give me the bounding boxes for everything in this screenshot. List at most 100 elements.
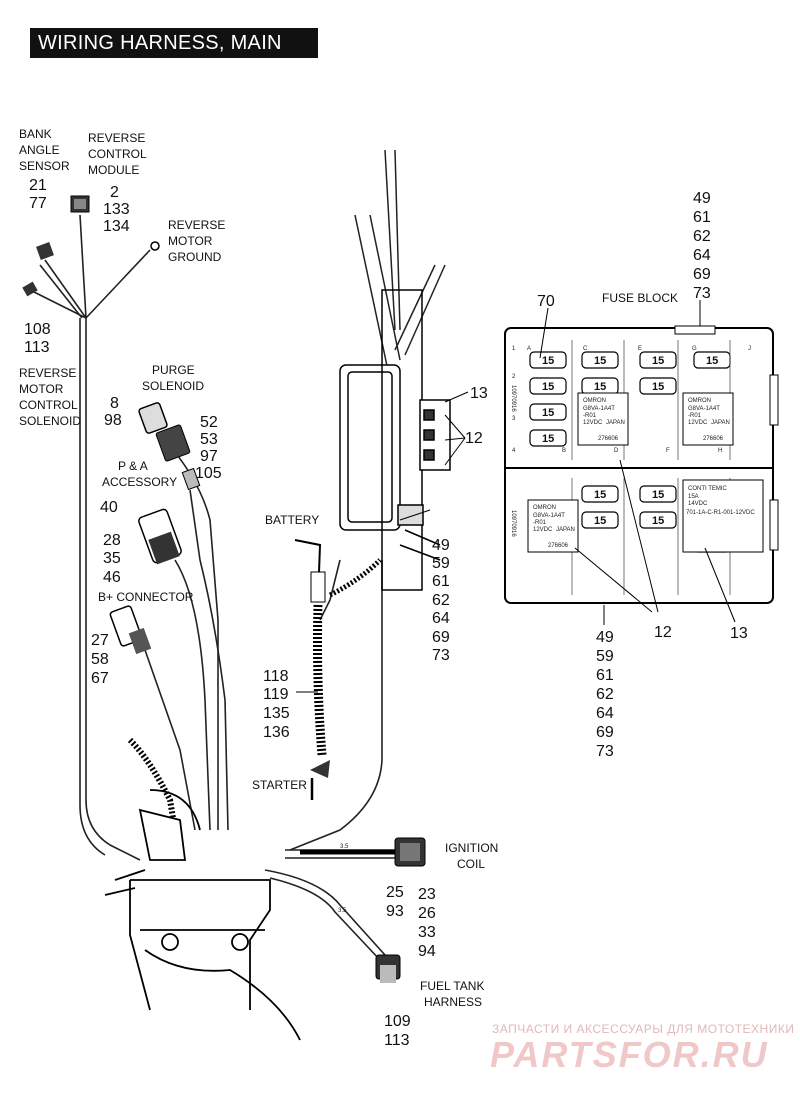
svg-text:49: 49 xyxy=(432,537,450,554)
fuse-rating-label: 15 xyxy=(652,381,664,393)
svg-text:113: 113 xyxy=(384,1032,410,1049)
svg-text:73: 73 xyxy=(432,647,450,664)
callout-b-plus-connector: B+ CONNECTOR 27 58 67 xyxy=(91,590,194,687)
svg-text:12: 12 xyxy=(465,430,483,447)
col-letter-a: A xyxy=(527,346,531,352)
rcm-connector-icon xyxy=(70,195,90,213)
relay-2-icon: OMRON G8VA-1A4T -R01 12VDC JAPAN 276606 xyxy=(682,392,734,446)
svg-text:46: 46 xyxy=(103,569,121,586)
svg-text:93: 93 xyxy=(386,903,404,920)
svg-text:33: 33 xyxy=(418,924,436,941)
svg-text:27: 27 xyxy=(91,632,109,649)
frame-leader-lines xyxy=(399,391,469,521)
lower-frame-icon xyxy=(104,737,301,1041)
svg-text:8: 8 xyxy=(110,395,119,412)
svg-text:67: 67 xyxy=(91,670,109,687)
svg-text:77: 77 xyxy=(29,195,47,212)
callout-battery: BATTERY xyxy=(265,513,319,527)
svg-text:12: 12 xyxy=(654,624,672,641)
svg-text:61: 61 xyxy=(693,209,711,226)
svg-text:35: 35 xyxy=(103,550,121,567)
fuse-block-grid-letters: A B C D E F G H J 1 2 3 4 xyxy=(512,346,751,454)
fuse-slot xyxy=(529,377,567,395)
svg-text:28: 28 xyxy=(103,532,121,549)
relay-2-model-a: G8VA-1A4T xyxy=(688,406,720,412)
svg-text:69: 69 xyxy=(432,629,450,646)
svg-text:62: 62 xyxy=(432,592,450,609)
svg-text:13: 13 xyxy=(730,625,748,642)
svg-text:21: 21 xyxy=(29,177,47,194)
callout-reverse-motor-control-solenoid: 108 113 REVERSE MOTOR CONTROL SOLENOID xyxy=(19,321,81,428)
purge-solenoid-icon xyxy=(138,402,201,491)
fuse-slot xyxy=(639,351,677,369)
fuse-rating-label: 15 xyxy=(594,515,606,527)
svg-text:73: 73 xyxy=(596,743,614,760)
svg-text:133: 133 xyxy=(103,201,130,218)
relay-2-model-b: -R01 xyxy=(688,413,702,419)
col-letter-e: E xyxy=(638,346,642,352)
svg-text:13: 13 xyxy=(470,385,488,402)
svg-text:MOTOR: MOTOR xyxy=(19,382,64,396)
fuse-slot xyxy=(581,351,619,369)
callout-reverse-motor-ground: REVERSE MOTOR GROUND xyxy=(168,218,225,264)
svg-text:64: 64 xyxy=(432,610,450,627)
pa-accessory-connector-icon xyxy=(138,508,182,565)
svg-text:108: 108 xyxy=(24,321,51,338)
relay-3-model-a: G8VA-1A4T xyxy=(533,513,565,519)
svg-text:FUEL TANK: FUEL TANK xyxy=(420,979,484,993)
wire-mark-ignition: 3.5 xyxy=(340,844,349,850)
relay-3-voltage: 12VDC xyxy=(533,527,553,533)
fuse-rating-label: 15 xyxy=(652,489,664,501)
starter-cable-coil-icon xyxy=(310,558,382,800)
row-num-2: 2 xyxy=(512,374,516,380)
svg-text:ACCESSORY: ACCESSORY xyxy=(102,475,177,489)
fuse-rating-label: 15 xyxy=(542,407,554,419)
svg-text:COIL: COIL xyxy=(457,857,485,871)
svg-text:52: 52 xyxy=(200,414,218,431)
fuse-rating-label: 15 xyxy=(594,489,606,501)
relay-4-spec-b: 14VDC xyxy=(688,501,708,507)
svg-text:CONTROL: CONTROL xyxy=(19,398,78,412)
col-letter-j: J xyxy=(748,346,751,352)
relay-1-model-b: -R01 xyxy=(583,413,597,419)
svg-text:MODULE: MODULE xyxy=(88,163,139,177)
col-letter-h: H xyxy=(718,448,722,454)
callout-purge-solenoid: PURGE SOLENOID 8 98 52 53 97 105 xyxy=(104,363,222,482)
relay-3-model-b: -R01 xyxy=(533,520,547,526)
bank-angle-connector-icon xyxy=(36,242,54,260)
svg-text:REVERSE: REVERSE xyxy=(88,131,145,145)
svg-text:49: 49 xyxy=(693,190,711,207)
svg-text:53: 53 xyxy=(200,431,218,448)
solenoid-connector-icon xyxy=(22,281,38,297)
part-number-upper: 10970916 xyxy=(510,385,516,412)
relay-3-brand: OMRON xyxy=(533,505,556,511)
relay-1-voltage: 12VDC xyxy=(583,420,603,426)
row-num-3: 3 xyxy=(512,416,516,422)
svg-text:IGNITION: IGNITION xyxy=(445,841,498,855)
callout-bank-angle-sensor: BANK ANGLE SENSOR 21 77 xyxy=(19,127,70,212)
b-plus-connector-icon xyxy=(109,605,152,655)
watermark-tagline: ЗАПЧАСТИ И АКСЕССУАРЫ ДЛЯ МОТОТЕХНИКИ xyxy=(492,1022,795,1036)
relay-3-origin: JAPAN xyxy=(556,527,575,533)
svg-text:GROUND: GROUND xyxy=(168,250,222,264)
fuse-rating-label: 15 xyxy=(594,381,606,393)
fuse-slot xyxy=(581,511,619,529)
relay-1-brand: OMRON xyxy=(583,398,606,404)
fuel-tank-connector-icon: 3.5 xyxy=(338,908,401,983)
relay-2-origin: JAPAN xyxy=(711,420,730,426)
fuse-rating-label: 15 xyxy=(542,433,554,445)
svg-text:73: 73 xyxy=(693,285,711,302)
fuse-rating-label: 15 xyxy=(652,515,664,527)
fuse-slot xyxy=(581,485,619,503)
svg-text:59: 59 xyxy=(432,555,450,572)
relay-3-icon: OMRON G8VA-1A4T -R01 12VDC JAPAN 276606 xyxy=(527,499,579,553)
page-title: WIRING HARNESS, MAIN xyxy=(30,28,318,58)
svg-text:SOLENOID: SOLENOID xyxy=(142,379,204,393)
relay-2-voltage: 12VDC xyxy=(688,420,708,426)
svg-text:FUSE BLOCK: FUSE BLOCK xyxy=(602,291,678,305)
fuse-rating-label: 15 xyxy=(652,355,664,367)
battery-cable-icon xyxy=(294,539,326,603)
relay-3-code: 276606 xyxy=(548,543,569,549)
callout-reverse-control-module: REVERSE CONTROL MODULE 2 133 134 xyxy=(88,131,147,235)
